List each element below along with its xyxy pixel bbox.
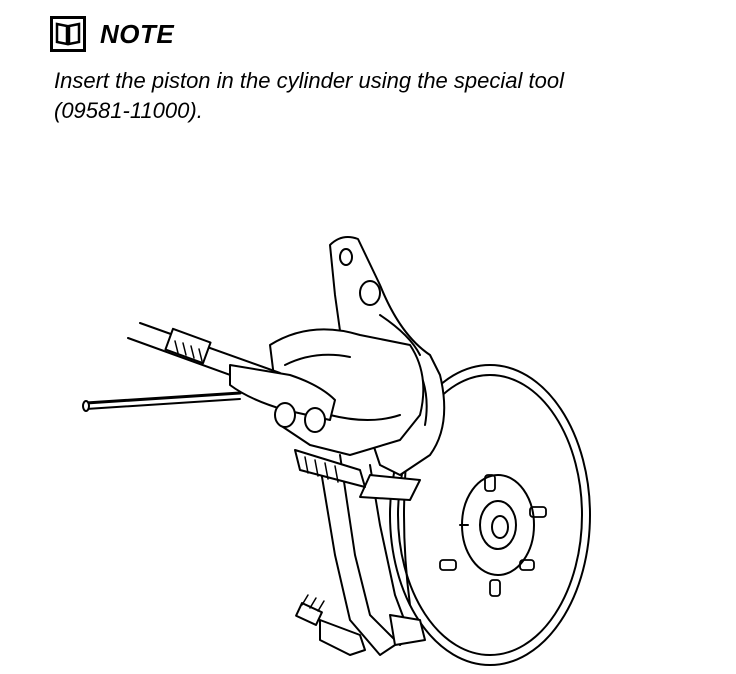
book-icon — [50, 16, 86, 52]
piston — [294, 449, 366, 488]
brake-disc — [389, 364, 591, 666]
note-line-1: Insert the piston in the cylinder using … — [54, 68, 564, 93]
lug-studs — [439, 474, 547, 597]
note-text: Insert the piston in the cylinder using … — [54, 66, 714, 126]
special-tool — [82, 322, 336, 433]
note-header: NOTE — [50, 16, 174, 52]
note-line-2: (09581-11000). — [54, 98, 203, 123]
brake-caliper-illustration — [82, 236, 591, 666]
note-title: NOTE — [100, 18, 175, 49]
bleed-fitting — [295, 594, 366, 656]
